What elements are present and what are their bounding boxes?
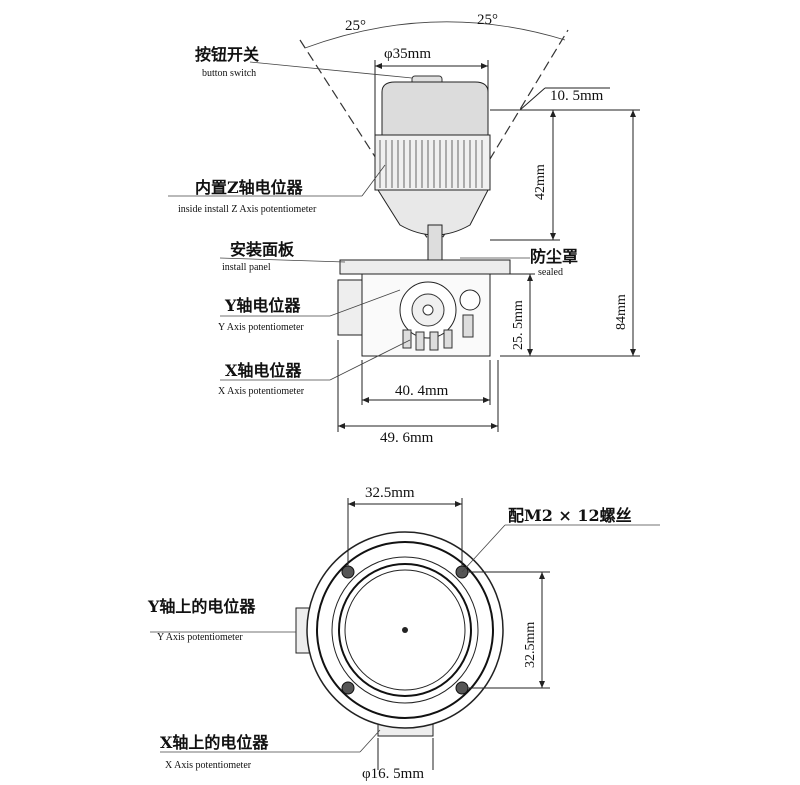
dim-diameter-35: φ35mm bbox=[384, 46, 431, 62]
install-panel bbox=[339, 259, 511, 275]
side-view: φ35mm 10. 5mm 42mm 84mm 25. 5mm 40. 4mm bbox=[168, 12, 640, 446]
angle-right: 25° bbox=[477, 12, 498, 28]
housing-inner-3 bbox=[344, 569, 466, 691]
label-button-en: button switch bbox=[202, 68, 256, 79]
top-view: 32.5mm 32.5mm 配M2 × 12螺丝 Y轴上的电位器 Y Axis … bbox=[147, 485, 660, 782]
dim-49-6: 49. 6mm bbox=[380, 430, 434, 446]
housing-ring bbox=[316, 541, 494, 719]
label-z-cn: 内置Z轴电位器 bbox=[195, 178, 304, 197]
joystick-knob bbox=[374, 75, 491, 261]
swing-line-left bbox=[299, 39, 436, 251]
label-y-en: Y Axis potentiometer bbox=[218, 322, 304, 333]
dim-10-5: 10. 5mm bbox=[550, 88, 604, 104]
label-z-en: inside install Z Axis potentiometer bbox=[178, 204, 317, 215]
dim-84: 84mm bbox=[614, 294, 629, 330]
dim-42: 42mm bbox=[533, 164, 548, 200]
label-button-cn: 按钮开关 bbox=[195, 45, 259, 64]
joystick-body bbox=[337, 273, 491, 357]
label-bottom-y-en: Y Axis potentiometer bbox=[157, 632, 243, 643]
dim-25-5: 25. 5mm bbox=[511, 300, 526, 350]
label-screw: 配M2 × 12螺丝 bbox=[508, 506, 632, 525]
screw-holes bbox=[341, 565, 469, 695]
label-bottom-x-en: X Axis potentiometer bbox=[165, 760, 252, 771]
dim-40-4: 40. 4mm bbox=[395, 383, 449, 399]
label-y-cn: Y轴电位器 bbox=[224, 296, 301, 315]
label-dust-cn: 防尘罩 bbox=[530, 247, 578, 266]
label-bottom-x-cn: X轴上的电位器 bbox=[160, 733, 269, 752]
dim-height-32-5: 32.5mm bbox=[523, 622, 538, 668]
label-dust-en: sealed bbox=[538, 267, 563, 278]
label-panel-cn: 安装面板 bbox=[230, 240, 295, 259]
dim-width-32-5: 32.5mm bbox=[365, 485, 415, 501]
swing-line-right bbox=[434, 29, 569, 251]
label-panel-en: install panel bbox=[222, 262, 271, 273]
angle-left: 25° bbox=[345, 18, 366, 34]
label-x-en: X Axis potentiometer bbox=[218, 386, 305, 397]
label-bottom-y-cn: Y轴上的电位器 bbox=[147, 597, 256, 616]
center-point bbox=[402, 627, 408, 633]
dim-diameter-16-5: φ16. 5mm bbox=[362, 766, 424, 782]
housing-inner-1 bbox=[331, 556, 479, 704]
housing-inner-2 bbox=[338, 563, 472, 697]
label-x-cn: X轴电位器 bbox=[225, 361, 302, 380]
swing-arc bbox=[304, 21, 566, 49]
